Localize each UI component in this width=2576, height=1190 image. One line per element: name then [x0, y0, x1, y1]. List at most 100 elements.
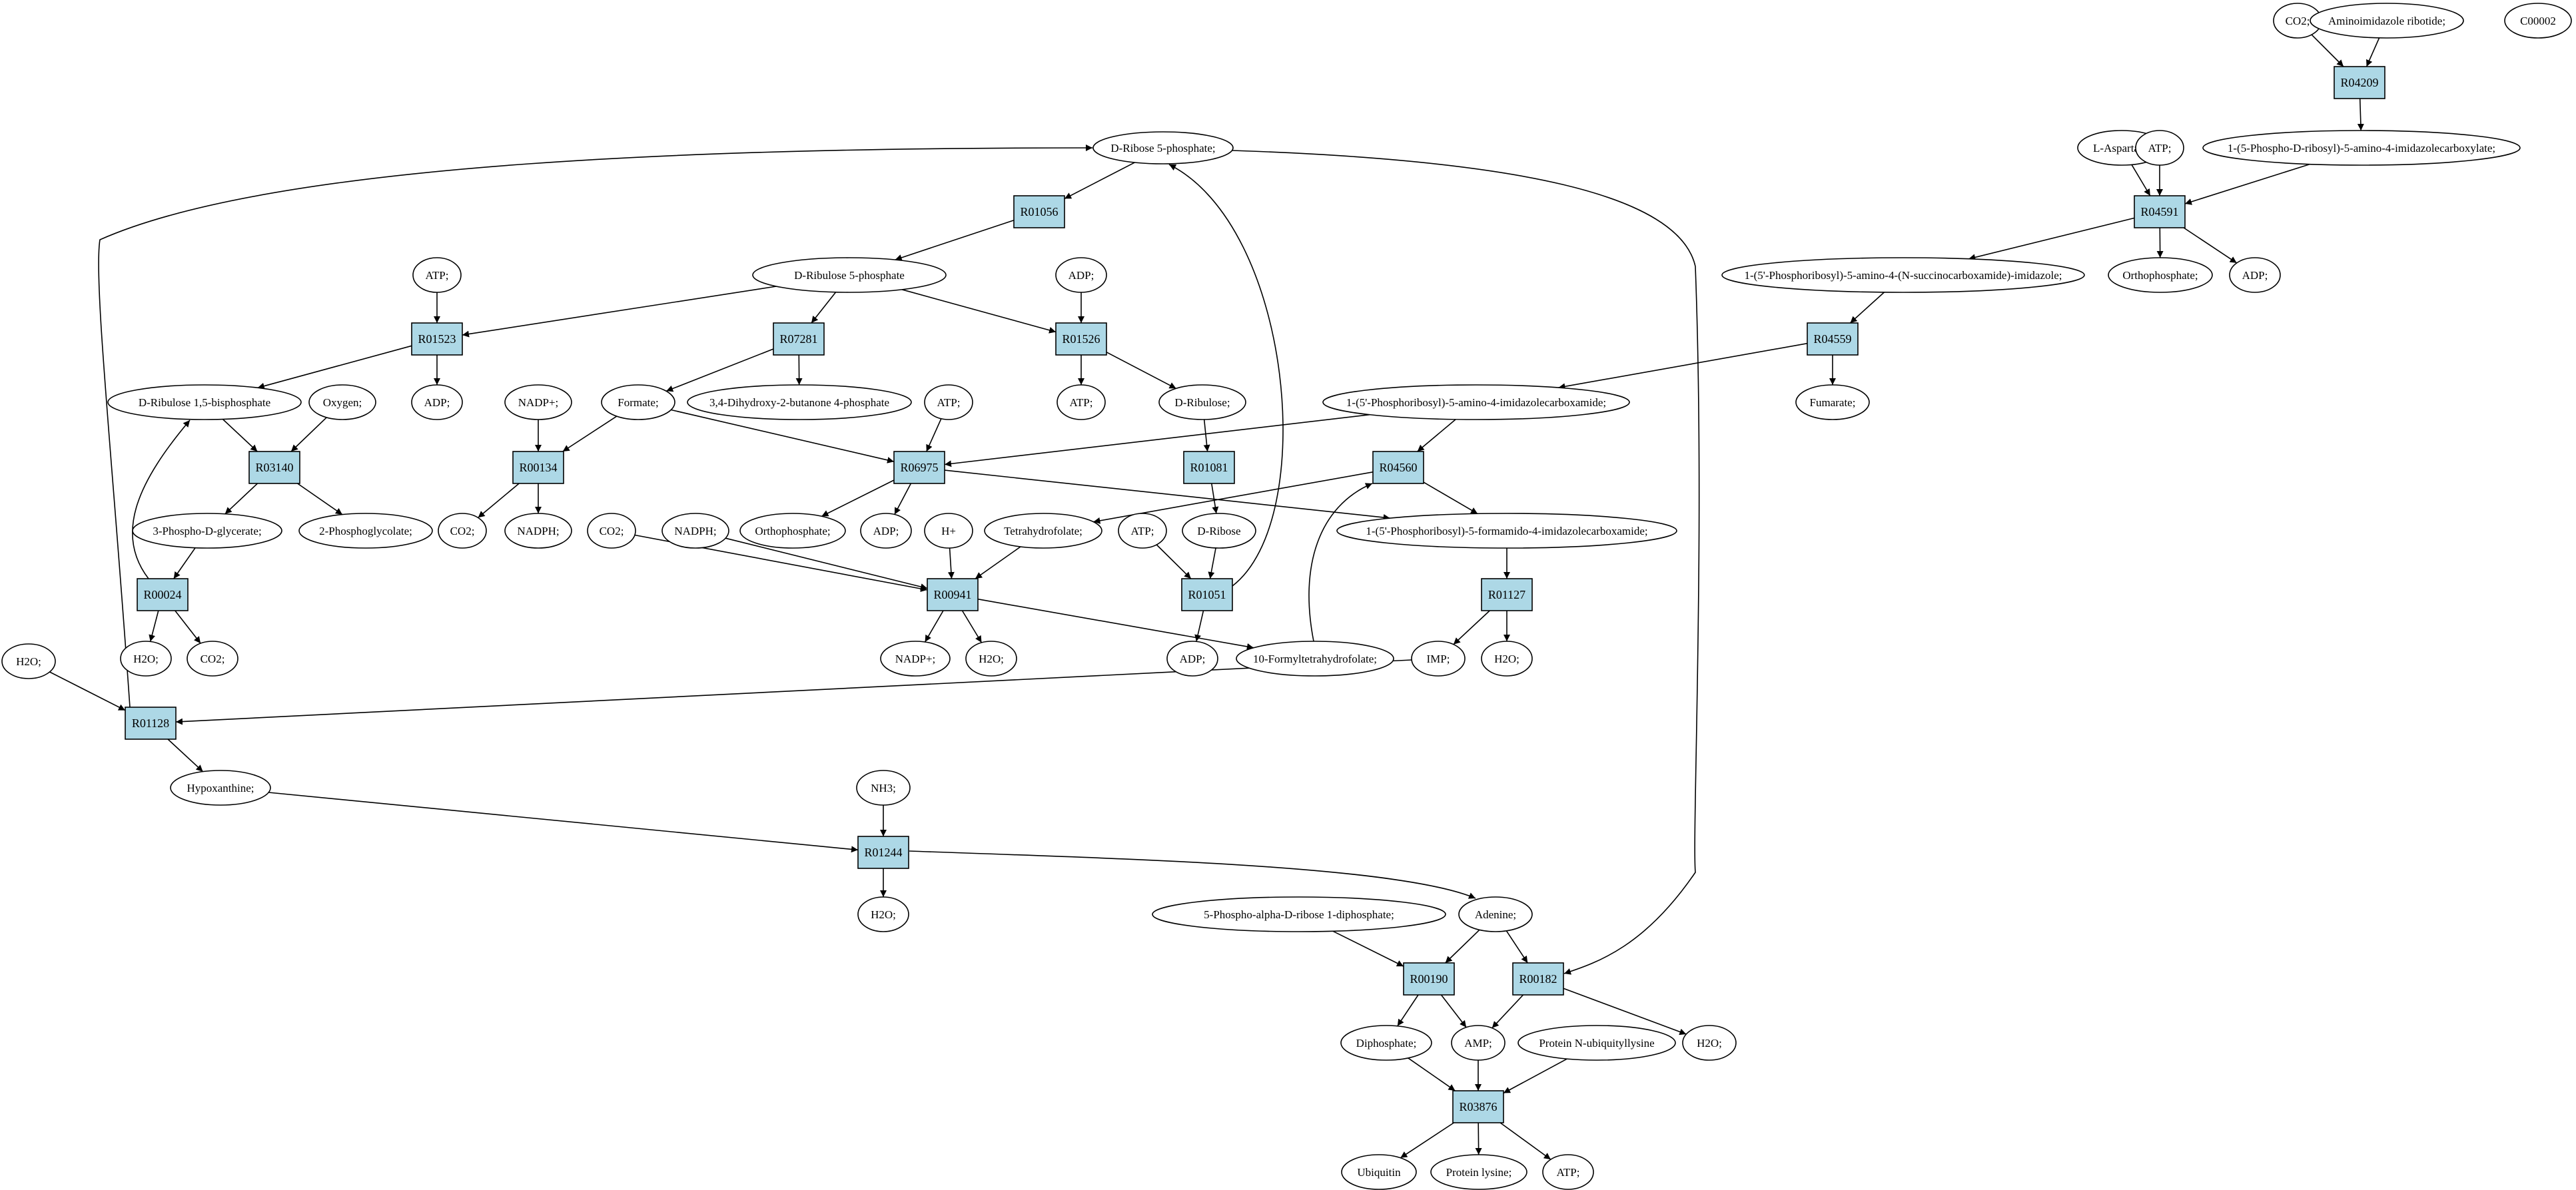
- compound-node[interactable]: ATP;: [412, 257, 462, 293]
- reaction-node[interactable]: R01526: [1055, 322, 1107, 356]
- compound-node[interactable]: H2O;: [1, 643, 56, 679]
- compound-node[interactable]: NADP+;: [880, 641, 951, 677]
- edge-R01526-to-dribulose: [1106, 352, 1176, 390]
- compound-node[interactable]: 5-Phospho-alpha-D-ribose 1-diphosphate;: [1152, 896, 1446, 932]
- reaction-node[interactable]: R01127: [1481, 578, 1533, 611]
- compound-ellipse: [856, 770, 911, 806]
- compound-node[interactable]: H+: [924, 513, 973, 549]
- reaction-node[interactable]: R04591: [2134, 195, 2186, 228]
- reaction-box: [2334, 66, 2385, 99]
- compound-node[interactable]: ADP;: [1055, 257, 1107, 293]
- compound-ellipse: [1542, 1154, 1594, 1190]
- reaction-node[interactable]: R06975: [893, 451, 945, 484]
- reaction-node[interactable]: R04559: [1807, 322, 1859, 356]
- edge-R00024-to-co2_r00024: [175, 610, 201, 644]
- compound-node[interactable]: Aminoimidazole ribotide;: [2310, 3, 2464, 39]
- reaction-node[interactable]: R03140: [248, 451, 300, 484]
- reaction-node[interactable]: R00024: [137, 578, 189, 611]
- reaction-node[interactable]: R03876: [1452, 1090, 1504, 1123]
- reaction-node[interactable]: R00190: [1403, 962, 1455, 996]
- compound-node[interactable]: Adenine;: [1458, 896, 1533, 932]
- reaction-node[interactable]: R04560: [1372, 451, 1424, 484]
- compound-node[interactable]: 1-(5'-Phosphoribosyl)-5-formamido-4-imid…: [1336, 513, 1677, 549]
- reaction-node[interactable]: R00182: [1512, 962, 1564, 996]
- compound-node[interactable]: H2O;: [120, 641, 172, 677]
- compound-node[interactable]: Formate;: [601, 384, 675, 420]
- compound-node[interactable]: H2O;: [857, 896, 909, 932]
- compound-node[interactable]: C00002: [2504, 3, 2572, 39]
- reaction-node[interactable]: R00941: [927, 578, 979, 611]
- compound-node[interactable]: Fumarate;: [1795, 384, 1870, 420]
- compound-node[interactable]: Protein lysine;: [1430, 1154, 1527, 1190]
- compound-node[interactable]: 1-(5-Phospho-D-ribosyl)-5-amino-4-imidaz…: [2202, 130, 2521, 166]
- compound-node[interactable]: Oxygen;: [308, 384, 376, 420]
- compound-node[interactable]: ATP;: [924, 384, 973, 420]
- compound-node[interactable]: CO2;: [2273, 3, 2322, 39]
- compound-ellipse: [1795, 384, 1870, 420]
- compound-node[interactable]: 10-Formyltetrahydrofolate;: [1236, 641, 1394, 677]
- compound-node[interactable]: Diphosphate;: [1340, 1025, 1432, 1061]
- compound-node[interactable]: AMP;: [1451, 1025, 1505, 1061]
- reaction-node[interactable]: R00134: [512, 451, 564, 484]
- compound-node[interactable]: NH3;: [856, 770, 911, 806]
- compound-node[interactable]: NADPH;: [661, 513, 729, 549]
- compound-node[interactable]: IMP;: [1411, 641, 1466, 677]
- compound-node[interactable]: NADPH;: [504, 513, 572, 549]
- edge-air-to-R04209: [2365, 37, 2380, 67]
- edge-ru5p-to-R07281: [811, 292, 837, 324]
- compound-node[interactable]: NADP+;: [504, 384, 572, 420]
- compound-node[interactable]: 3,4-Dihydroxy-2-butanone 4-phosphate: [687, 384, 912, 420]
- compound-label: NADP+;: [895, 653, 936, 665]
- compound-node[interactable]: 1-(5'-Phosphoribosyl)-5-amino-4-(N-succi…: [1721, 257, 2085, 293]
- compound-label: D-Ribose 5-phosphate;: [1110, 142, 1215, 154]
- compound-ellipse: [120, 641, 172, 677]
- reaction-box: [1481, 578, 1533, 611]
- compound-node[interactable]: 3-Phospho-D-glycerate;: [132, 513, 282, 549]
- compound-node[interactable]: D-Ribose: [1182, 513, 1256, 549]
- compound-node[interactable]: Hypoxanthine;: [170, 770, 271, 806]
- compound-node[interactable]: Orthophosphate;: [2108, 257, 2213, 293]
- compound-node[interactable]: ATP;: [1118, 513, 1167, 549]
- compound-ellipse: [2229, 257, 2281, 293]
- compound-ellipse: [984, 513, 1102, 549]
- compound-node[interactable]: 2-Phosphoglycolate;: [298, 513, 433, 549]
- compound-node[interactable]: Protein N-ubiquityllysine: [1517, 1025, 1676, 1061]
- compound-node[interactable]: ADP;: [2229, 257, 2281, 293]
- compound-label: 1-(5'-Phosphoribosyl)-5-amino-4-imidazol…: [1346, 396, 1606, 409]
- compound-node[interactable]: Tetrahydrofolate;: [984, 513, 1102, 549]
- reaction-node[interactable]: R01081: [1183, 451, 1235, 484]
- edge-R01081-to-dribose: [1211, 483, 1219, 514]
- compound-node[interactable]: CO2;: [587, 513, 636, 549]
- compound-node[interactable]: H2O;: [1481, 641, 1533, 677]
- compound-node[interactable]: ATP;: [2135, 130, 2184, 166]
- reaction-box: [125, 707, 177, 740]
- reaction-node[interactable]: R01244: [857, 836, 909, 869]
- compound-node[interactable]: ADP;: [1166, 641, 1218, 677]
- reaction-node[interactable]: R01056: [1013, 195, 1065, 228]
- compound-node[interactable]: D-Ribulose 5-phosphate: [752, 257, 947, 293]
- reaction-node[interactable]: R01128: [125, 707, 177, 740]
- compound-node[interactable]: CO2;: [438, 513, 487, 549]
- compound-label: IMP;: [1427, 653, 1450, 665]
- compound-node[interactable]: ATP;: [1542, 1154, 1594, 1190]
- compound-node[interactable]: ATP;: [1057, 384, 1106, 420]
- compound-node[interactable]: CO2;: [187, 641, 238, 677]
- compound-node[interactable]: 1-(5'-Phosphoribosyl)-5-amino-4-imidazol…: [1322, 384, 1630, 420]
- compound-node[interactable]: ADP;: [860, 513, 912, 549]
- compound-node[interactable]: H2O;: [965, 641, 1017, 677]
- compound-node[interactable]: D-Ribose 5-phosphate;: [1092, 131, 1234, 164]
- reaction-node[interactable]: R01051: [1181, 578, 1233, 611]
- compound-node[interactable]: H2O;: [1682, 1025, 1737, 1061]
- compound-node[interactable]: Ubiquitin: [1341, 1154, 1417, 1190]
- compound-node[interactable]: D-Ribulose 1,5-bisphosphate: [107, 384, 302, 420]
- compound-node[interactable]: ADP;: [411, 384, 463, 420]
- reaction-box: [1183, 451, 1235, 484]
- reaction-label: R01051: [1188, 588, 1226, 601]
- reaction-node[interactable]: R04209: [2334, 66, 2385, 99]
- reaction-node[interactable]: R01523: [411, 322, 463, 356]
- edge-formate-to-R00134: [562, 416, 618, 452]
- compound-label: H2O;: [133, 653, 159, 665]
- reaction-node[interactable]: R07281: [773, 322, 825, 356]
- compound-node[interactable]: D-Ribulose;: [1158, 384, 1246, 420]
- compound-node[interactable]: Orthophosphate;: [739, 513, 846, 549]
